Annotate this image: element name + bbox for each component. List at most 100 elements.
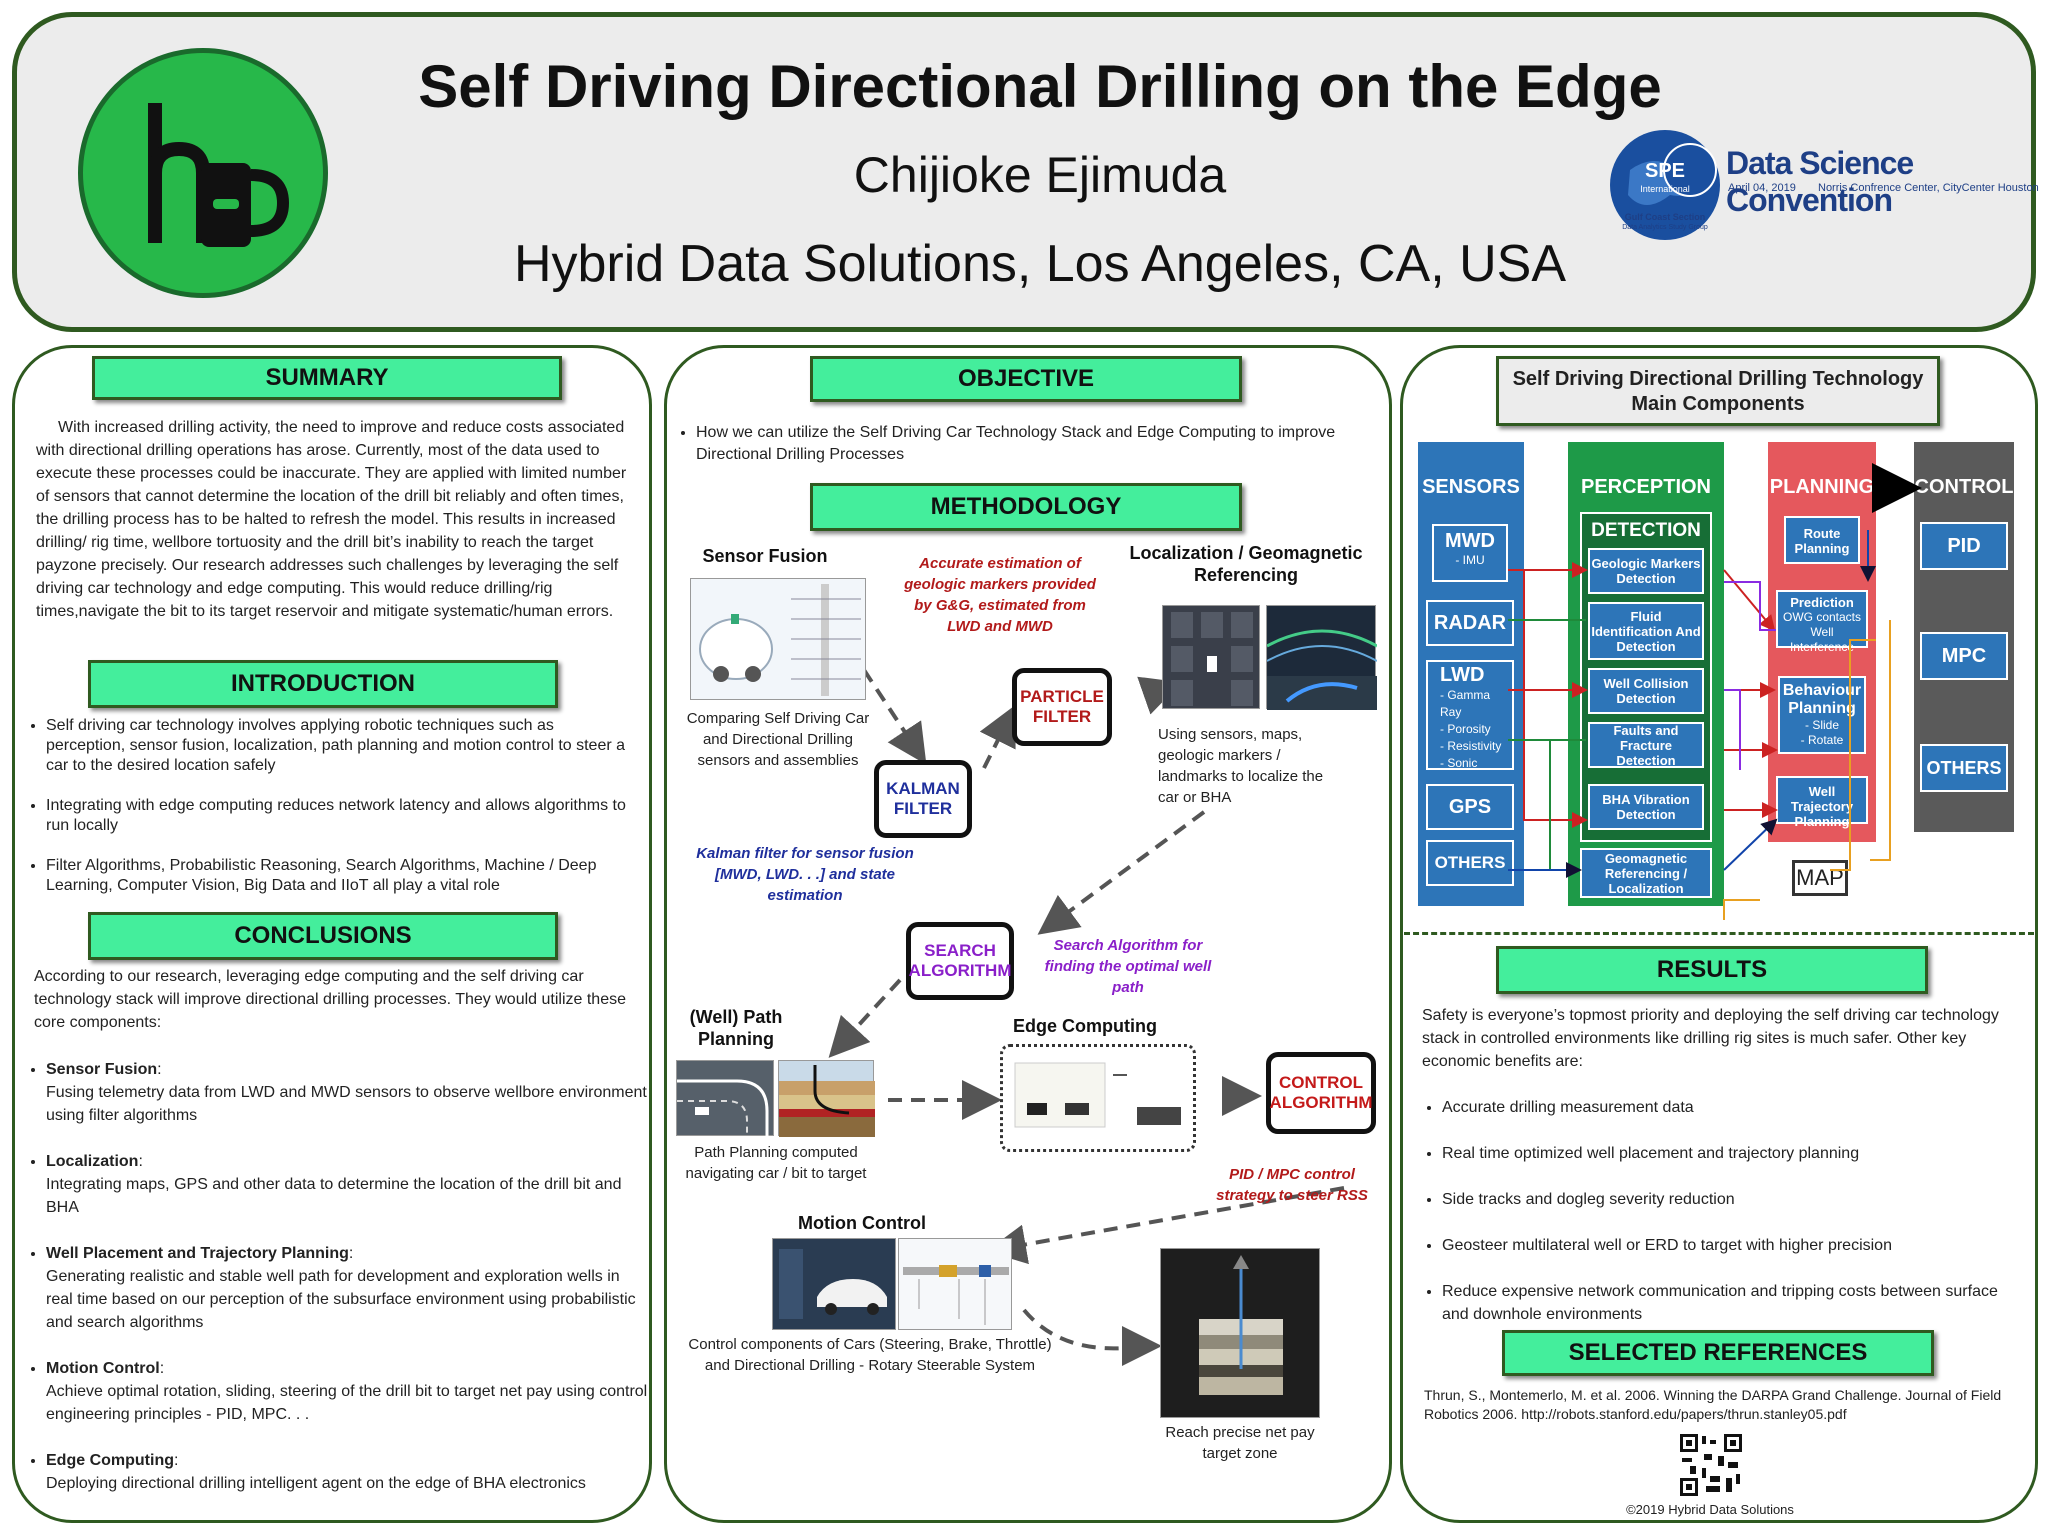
qr-code-icon: [1678, 1432, 1744, 1498]
control-mpc: MPC: [1920, 632, 2008, 680]
motion-control-caption: Control components of Cars (Steering, Br…: [688, 1336, 1052, 1374]
control-head: CONTROL: [1914, 476, 2014, 498]
globe-icon: [1613, 133, 1717, 237]
sensor-mwd: MWD - IMU: [1432, 524, 1508, 582]
list-item: Filter Algorithms, Probabilistic Reasoni…: [46, 856, 630, 896]
localization-map-image: [1162, 605, 1260, 709]
references-heading: SELECTED REFERENCES: [1502, 1330, 1934, 1376]
behaviour-label: Behaviour Planning: [1782, 682, 1862, 717]
list-item: Motion Control: Achieve optimal rotation…: [46, 1357, 650, 1426]
introduction-list: Self driving car technology involves app…: [30, 716, 630, 916]
item-title: Well Placement and Trajectory Planning: [46, 1245, 349, 1262]
perception-item: BHA Vibration Detection: [1588, 784, 1704, 830]
path-planning-heading: (Well) Path Planning: [689, 1007, 783, 1049]
hds-logo-icon: [148, 103, 290, 247]
perception-item: Well Collision Detection: [1588, 668, 1704, 714]
affiliation: Hybrid Data Solutions, Los Angeles, CA, …: [513, 235, 1567, 293]
conference-name: Data Science Convention: [1726, 145, 1914, 218]
path-road-image: [676, 1060, 774, 1137]
list-item: Self driving car technology involves app…: [46, 716, 630, 776]
item-text: Fusing telemetry data from LWD and MWD s…: [46, 1084, 647, 1124]
sensor-mwd-sub: - IMU: [1455, 553, 1485, 567]
objective-list: How we can utilize the Self Driving Car …: [680, 422, 1380, 466]
well-trajectory-planning: Well Trajectory Planning: [1776, 776, 1868, 829]
edge-computing-heading: Edge Computing: [1013, 1016, 1157, 1036]
localization-caption: Using sensors, maps, geologic markers / …: [1158, 726, 1324, 806]
behaviour-planning: Behaviour Planning - Slide - Rotate: [1778, 676, 1866, 754]
item-text: Deploying directional drilling intellige…: [46, 1475, 586, 1492]
behaviour-sub: - Rotate: [1800, 733, 1844, 747]
prediction-sub: Well Interference: [1789, 625, 1855, 654]
list-item: Well Placement and Trajectory Planning: …: [46, 1242, 650, 1334]
results-heading: RESULTS: [1496, 946, 1928, 994]
perception-item: Faults and Fracture Detection: [1588, 722, 1704, 768]
item-title: Sensor Fusion: [46, 1061, 158, 1078]
conclusions-heading: CONCLUSIONS: [88, 912, 558, 960]
sensor-fusion-caption: Comparing Self Driving Car and Direction…: [686, 710, 870, 769]
qr-code[interactable]: [1678, 1432, 1744, 1498]
item-text: Generating realistic and stable well pat…: [46, 1268, 636, 1331]
conclusions-list: Sensor Fusion: Fusing telemetry data fro…: [30, 1058, 650, 1495]
geomagnetic-referencing: Geomagnetic Referencing / Localization: [1580, 848, 1712, 898]
car-sensor-icon: [699, 584, 861, 696]
pid-note: PID / MPC control strategy to steer RSS: [1216, 1166, 1368, 1204]
summary-heading: SUMMARY: [92, 356, 562, 400]
sensors-head: SENSORS: [1422, 476, 1520, 498]
motion-car-image: [772, 1238, 896, 1330]
sensor-others: OTHERS: [1426, 840, 1514, 886]
control-others: OTHERS: [1920, 744, 2008, 792]
components-heading: Self Driving Directional Drilling Techno…: [1496, 356, 1940, 426]
sensor-lwd-sub: - Gamma Ray: [1440, 688, 1491, 719]
sensor-radar: RADAR: [1426, 600, 1514, 646]
localization-field-image: [1266, 605, 1378, 710]
reservoir-block-icon: [1199, 1255, 1283, 1395]
edge-computing-diagram: [1000, 1044, 1196, 1152]
objective-heading: OBJECTIVE: [810, 356, 1242, 402]
spe-sub-label: International: [1640, 184, 1690, 194]
road-curve-icon: [677, 1079, 769, 1137]
list-item: Accurate drilling measurement data: [1442, 1096, 2020, 1119]
item-title: Motion Control: [46, 1360, 160, 1377]
item-text: Integrating maps, GPS and other data to …: [46, 1176, 622, 1216]
item-title: Localization: [46, 1153, 139, 1170]
summary-text: With increased drilling activity, the ne…: [36, 419, 627, 620]
results-list: Accurate drilling measurement data Real …: [1420, 1096, 2020, 1349]
map-grid-icon: [1171, 612, 1253, 706]
list-item: Sensor Fusion: Fusing telemetry data fro…: [46, 1058, 650, 1127]
rotary-steerable-icon: [903, 1265, 1009, 1325]
perception-item: Fluid Identification And Detection: [1588, 602, 1704, 660]
list-item: Real time optimized well placement and t…: [1442, 1142, 2020, 1165]
sensor-lwd-sub: - Porosity: [1440, 722, 1491, 736]
perception-item: Geologic Markers Detection: [1588, 548, 1704, 594]
perception-head: PERCEPTION: [1580, 476, 1712, 498]
sensor-lwd-sub: - Resistivity: [1440, 739, 1502, 753]
conference-group: Data Analytics Study Group: [1622, 224, 1708, 231]
author-name: Chijioke Ejimuda: [853, 147, 1227, 203]
behaviour-sub: - Slide: [1804, 718, 1839, 732]
car-icon: [779, 1249, 887, 1319]
planning-head: PLANNING: [1769, 476, 1875, 498]
introduction-heading: INTRODUCTION: [88, 660, 558, 708]
list-item: Integrating with edge computing reduces …: [46, 796, 630, 836]
motion-rss-image: [898, 1238, 1012, 1330]
results-intro: Safety is everyone’s topmost priority an…: [1422, 1007, 1999, 1070]
edge-device-icon: [1014, 1062, 1181, 1128]
poster-title: Self Driving Directional Drilling on the…: [418, 53, 1662, 120]
geomagnetic-field-icon: [1266, 629, 1378, 710]
sensor-mwd-label: MWD: [1445, 530, 1495, 552]
reservoir-image: [1160, 1248, 1320, 1418]
kalman-filter-box: KALMAN FILTER: [874, 760, 972, 838]
sensor-lwd-label: LWD: [1440, 664, 1485, 686]
list-item: How we can utilize the Self Driving Car …: [696, 422, 1380, 466]
section-divider: [1404, 932, 2034, 935]
spe-globe-logo: [1610, 130, 1720, 240]
methodology-heading: METHODOLOGY: [810, 483, 1242, 531]
sensor-fusion-image: [690, 578, 866, 700]
map-box: MAP: [1792, 860, 1848, 896]
conference-venue: Norris Confrence Center, CityCenter Hous…: [1818, 182, 2039, 194]
path-well-image: [778, 1060, 875, 1137]
conclusions-intro: According to our research, leveraging ed…: [34, 968, 626, 1031]
prediction-sub: OWG contacts: [1782, 610, 1862, 624]
control-pid: PID: [1920, 522, 2008, 570]
localization-heading: Localization / Geomagnetic Referencing: [1129, 543, 1363, 585]
